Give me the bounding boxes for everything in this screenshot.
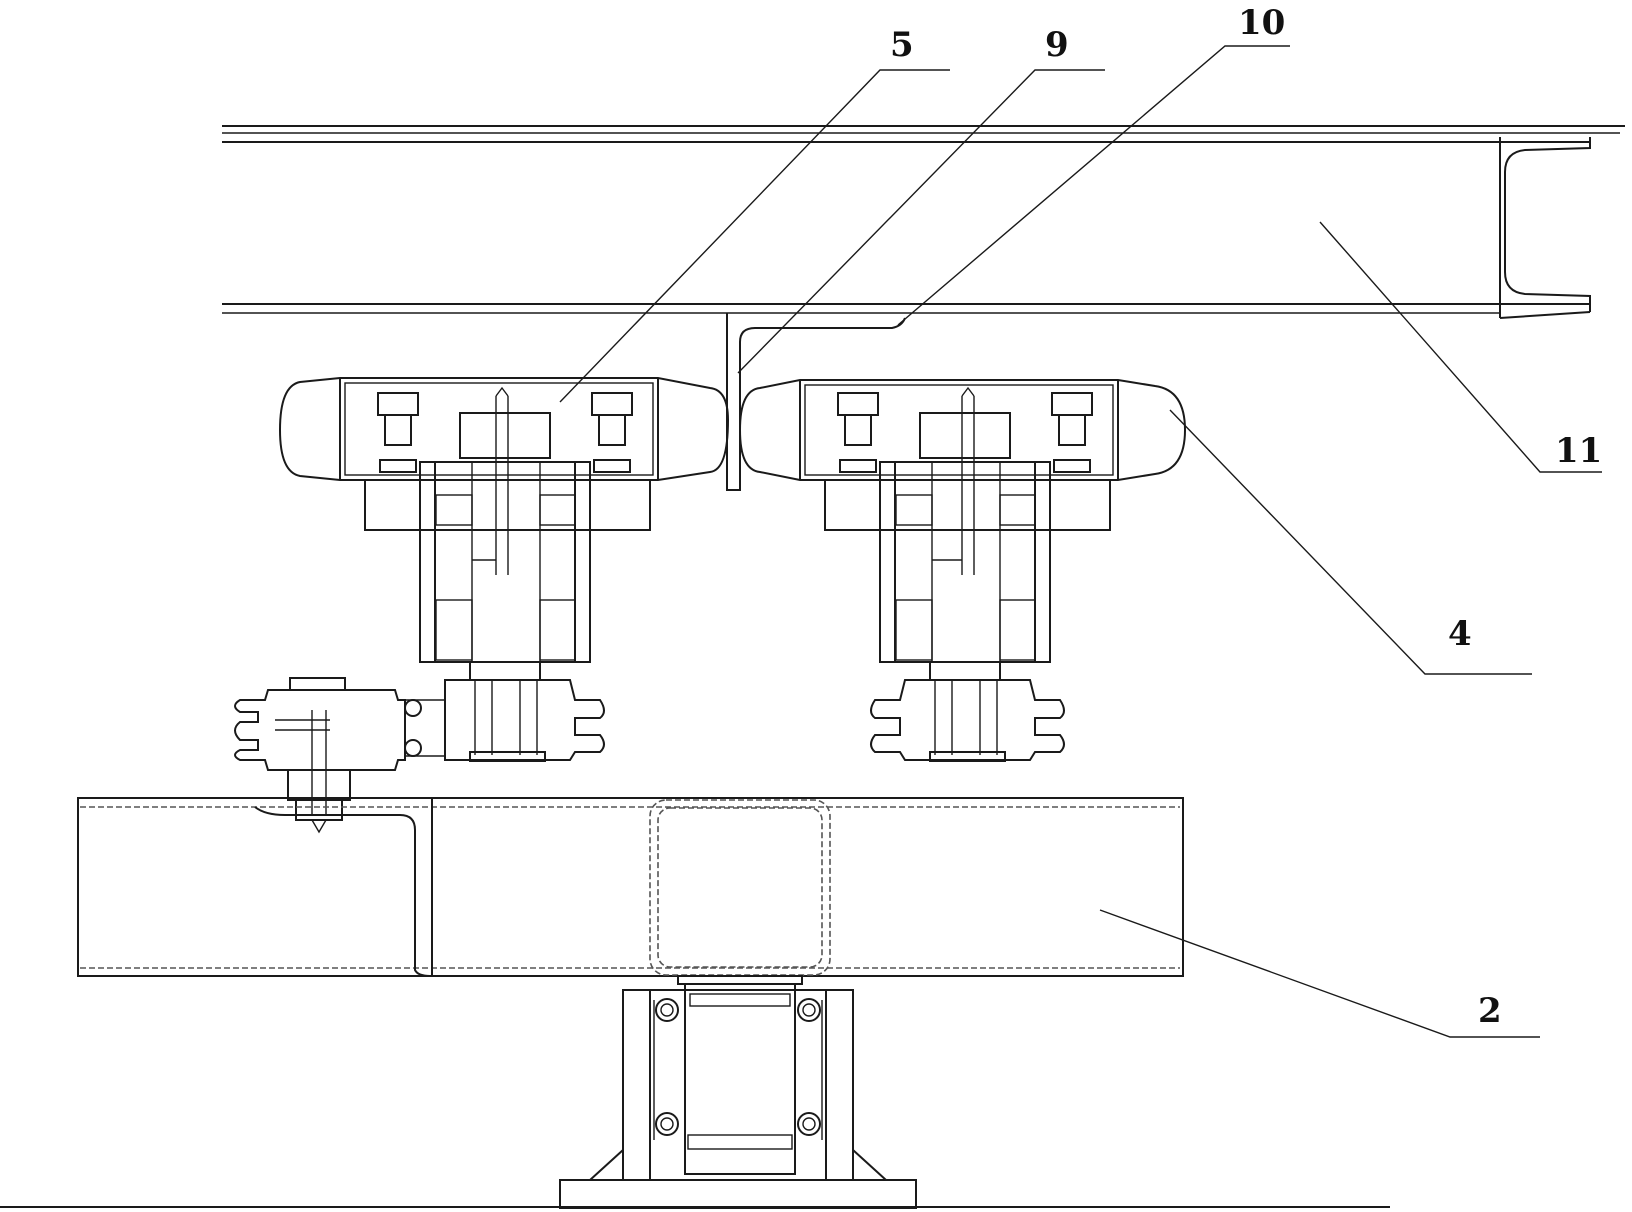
label-4: 4 [1448,614,1472,654]
leader-lines [560,46,1602,1037]
lower-beam [78,798,1183,976]
clamp-assembly [235,678,405,832]
top-rail-beam [222,126,1625,318]
left-trolley [280,378,728,761]
label-11: 11 [1555,431,1602,471]
label-2: 2 [1478,991,1502,1031]
pedestal [560,976,916,1208]
right-trolley [740,380,1185,761]
label-10: 10 [1238,3,1285,43]
label-5: 5 [890,25,914,65]
label-9: 9 [1045,25,1069,65]
